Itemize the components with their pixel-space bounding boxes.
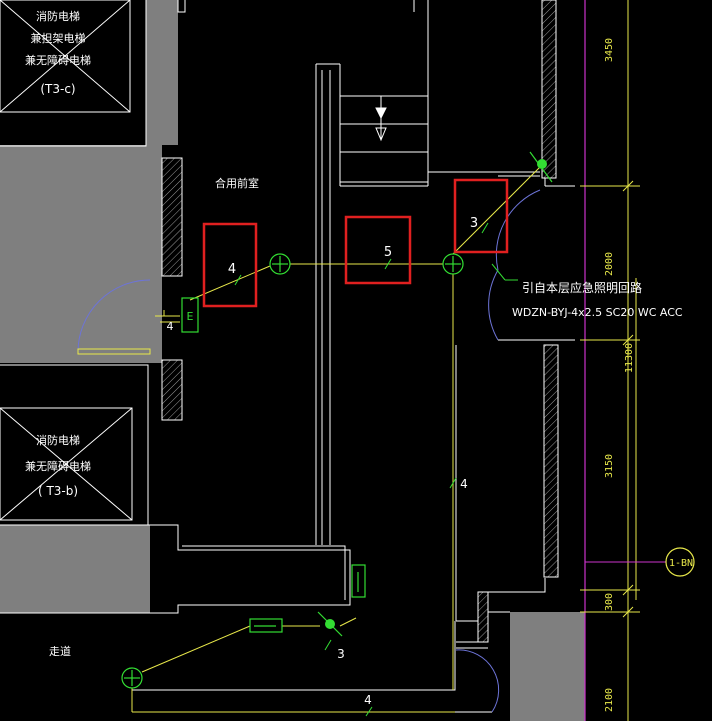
- shaded-wall-area-right: [510, 612, 585, 721]
- highlight-box-right: [453, 178, 509, 254]
- annotation-cable-spec: WDZN-BYJ-4x2.5 SC20 WC ACC: [512, 306, 683, 319]
- dimension-label: 3150: [604, 454, 615, 478]
- elevator-top-label-3: 兼无障碍电梯: [25, 53, 91, 67]
- annotation-circuit-source: 引自本层应急照明回路: [522, 280, 642, 295]
- highlight-boxes: [202, 178, 509, 308]
- emergency-light-icon: [442, 253, 464, 275]
- dimension-label: 3450: [604, 38, 615, 62]
- grid-axis-bubble: [665, 547, 695, 577]
- wire-count-lower-node: 3: [337, 647, 345, 661]
- door-swings: [77, 189, 541, 713]
- walls: [0, 0, 575, 713]
- shaded-wall-area-top: [146, 0, 178, 145]
- elevator-bottom-label-2: 兼无障碍电梯: [25, 459, 91, 473]
- elevator-shaft-bottom: [0, 364, 149, 526]
- highlight-box-middle: [344, 215, 412, 285]
- hatched-wall: [543, 344, 559, 578]
- emergency-light-icon: [121, 667, 143, 689]
- exit-sign-box: [181, 297, 199, 333]
- wire-count-box-middle: 5: [384, 245, 392, 260]
- room-label-corridor: 走道: [49, 644, 71, 658]
- emergency-light-fixtures: [121, 151, 553, 689]
- hatched-wall: [161, 359, 183, 421]
- dimension-label: 11300: [624, 343, 635, 373]
- grid-axis-label: 1-BN: [669, 558, 693, 569]
- highlight-box-left: [202, 222, 258, 308]
- hatched-wall: [477, 591, 489, 643]
- switch-icon: [537, 159, 547, 169]
- switch-icon: [325, 619, 335, 629]
- elevator-top-label-2: 兼担架电梯: [31, 31, 86, 45]
- wire-ticks: [234, 222, 518, 717]
- dimension-label: 2100: [604, 688, 615, 712]
- elevator-top-id: (T3-c): [40, 82, 75, 96]
- dimension-ticks: [580, 0, 640, 721]
- exit-sign-letter: E: [187, 310, 194, 323]
- exit-direction-sign: [249, 618, 283, 633]
- emergency-light-icon: [269, 253, 291, 275]
- hatched-wall: [541, 0, 557, 179]
- wire-count-bottom: 4: [364, 693, 372, 707]
- wire-count-vertical: 4: [460, 477, 468, 491]
- stair-arrow: [375, 96, 387, 142]
- door-leafs: [77, 348, 151, 355]
- wire-count-box-left: 4: [228, 262, 236, 277]
- shaded-wall-area-bottom: [0, 525, 150, 613]
- elevator-bottom-id: ( T3-b): [38, 484, 78, 498]
- elevator-top-label-1: 消防电梯: [36, 9, 80, 23]
- elevator-shaft-top: [0, 0, 147, 147]
- shaded-wall-area-left: [0, 145, 162, 363]
- dimension-label: 300: [604, 593, 615, 611]
- elevator-bottom-label-1: 消防电梯: [36, 433, 80, 447]
- dimension-label: 2000: [604, 252, 615, 276]
- exit-direction-sign-vertical: [351, 564, 366, 598]
- room-label-shared-anteroom: 合用前室: [215, 176, 259, 190]
- wire-count-box-right: 3: [470, 216, 478, 231]
- wire-count-near-exit: 4: [167, 320, 174, 333]
- hatched-wall: [161, 157, 183, 277]
